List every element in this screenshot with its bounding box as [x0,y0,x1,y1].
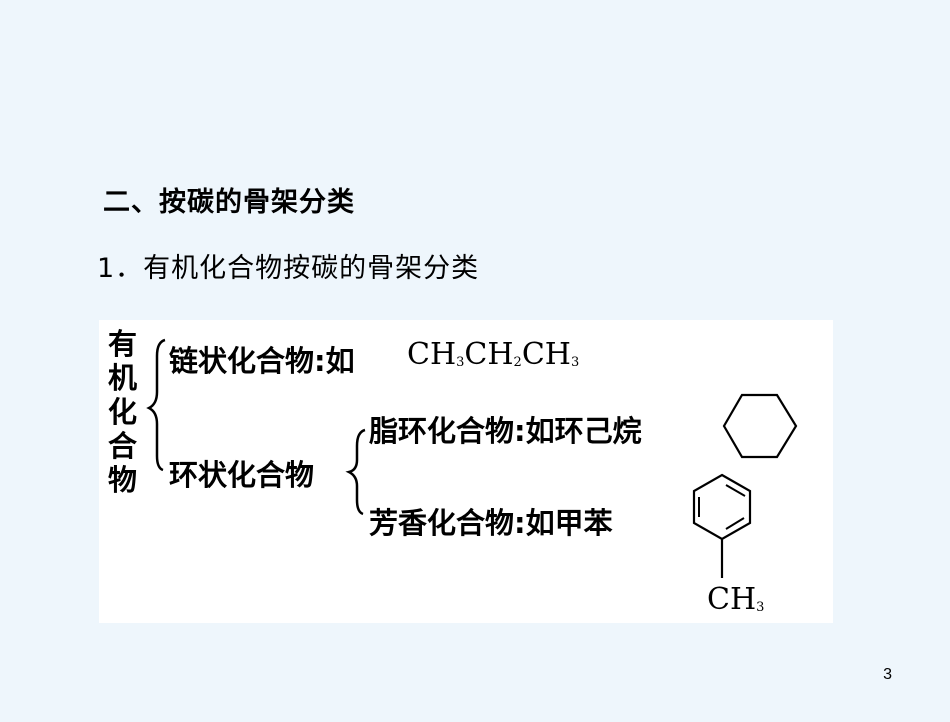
aromatic-compound-row: 芳香化合物:如甲苯 [369,500,613,542]
aromatic-separator: : [514,506,526,540]
subsection-heading: 1．有机化合物按碳的骨架分类 [97,253,480,284]
root-char: 合 [108,429,138,463]
root-char: 物 [108,463,138,497]
chain-compound-row: 链状化合物:如 [169,338,355,380]
alicyclic-separator: : [514,414,526,448]
chain-example-prefix: 如 [325,344,355,378]
sub-brace-icon [345,428,366,516]
chain-separator: : [314,344,326,378]
chain-label: 链状化合物 [169,344,315,378]
alicyclic-compound-row: 脂环化合物:如环己烷 [369,408,642,450]
root-char: 化 [108,395,138,429]
alicyclic-example: 如环己烷 [525,414,642,448]
diagram-graphics [146,338,798,578]
page-number: 3 [883,666,892,683]
methyl-group-formula: CH3 [707,582,765,617]
section-heading: 二、按碳的骨架分类 [103,187,355,218]
propane-formula: CH3CH2CH3 [407,337,580,372]
aromatic-label: 芳香化合物 [369,506,515,540]
main-brace-icon [146,338,166,472]
toluene-structure [692,473,752,578]
cyclohexane-structure [722,393,798,459]
root-char: 有 [108,327,138,361]
alicyclic-label: 脂环化合物 [369,414,515,448]
classification-diagram: 有 机 化 合 物 链状化合物:如 CH3CH2CH3 环状化合物 脂环化合物:… [99,320,833,623]
aromatic-example: 如甲苯 [525,506,613,540]
ring-compound-label: 环状化合物 [169,458,315,492]
root-char: 机 [108,361,138,395]
